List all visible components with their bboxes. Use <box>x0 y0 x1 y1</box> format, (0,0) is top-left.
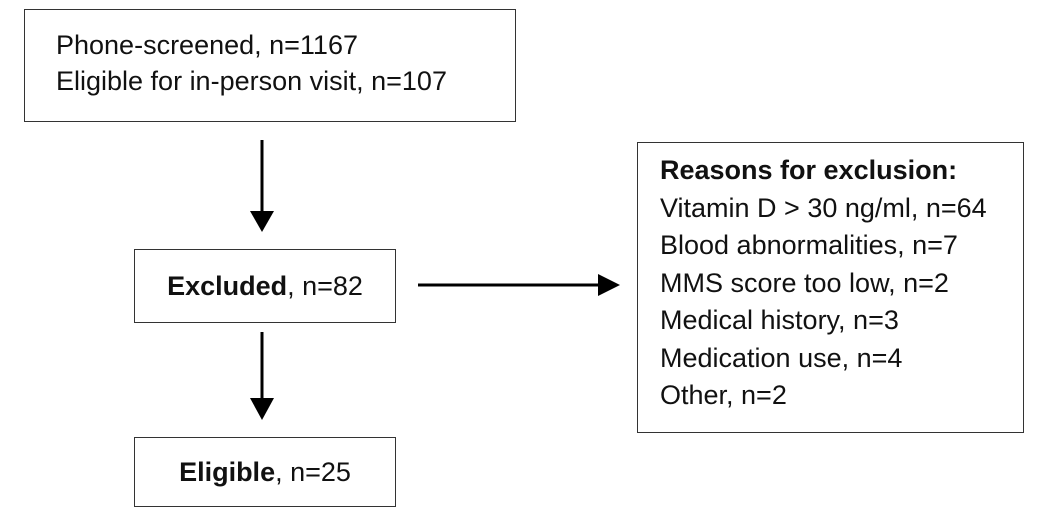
arrowhead-right-icon <box>598 274 620 296</box>
excluded-label-bold: Excluded <box>167 271 288 301</box>
eligible-label: Eligible, n=25 <box>179 454 351 490</box>
exclusion-reasons-box: Reasons for exclusion: Vitamin D > 30 ng… <box>637 142 1024 433</box>
reason-item: Medication use, n=4 <box>660 342 903 373</box>
reason-item: MMS score too low, n=2 <box>660 267 949 298</box>
screening-box: Phone-screened, n=1167 Eligible for in-p… <box>24 9 516 122</box>
reason-item: Blood abnormalities, n=7 <box>660 230 958 260</box>
eligible-count: , n=25 <box>275 457 351 487</box>
arrowhead-down-icon <box>250 398 274 420</box>
reasons-title-text: Reasons for exclusion: <box>660 155 958 185</box>
reasons-title: Reasons for exclusion: <box>660 152 1023 190</box>
excluded-label: Excluded, n=82 <box>167 268 363 304</box>
reason-item: Medical history, n=3 <box>660 305 899 335</box>
eligible-label-bold: Eligible <box>179 457 276 487</box>
arrowhead-down-icon <box>250 211 274 232</box>
excluded-box: Excluded, n=82 <box>134 249 396 323</box>
reason-item: Vitamin D > 30 ng/ml, n=64 <box>660 192 987 223</box>
reason-item: Other, n=2 <box>660 380 787 410</box>
screening-line-1: Phone-screened, n=1167 <box>56 30 358 60</box>
excluded-count: , n=82 <box>287 271 363 301</box>
eligible-box: Eligible, n=25 <box>134 437 396 507</box>
screening-line-2: Eligible for in-person visit, n=107 <box>56 66 447 96</box>
